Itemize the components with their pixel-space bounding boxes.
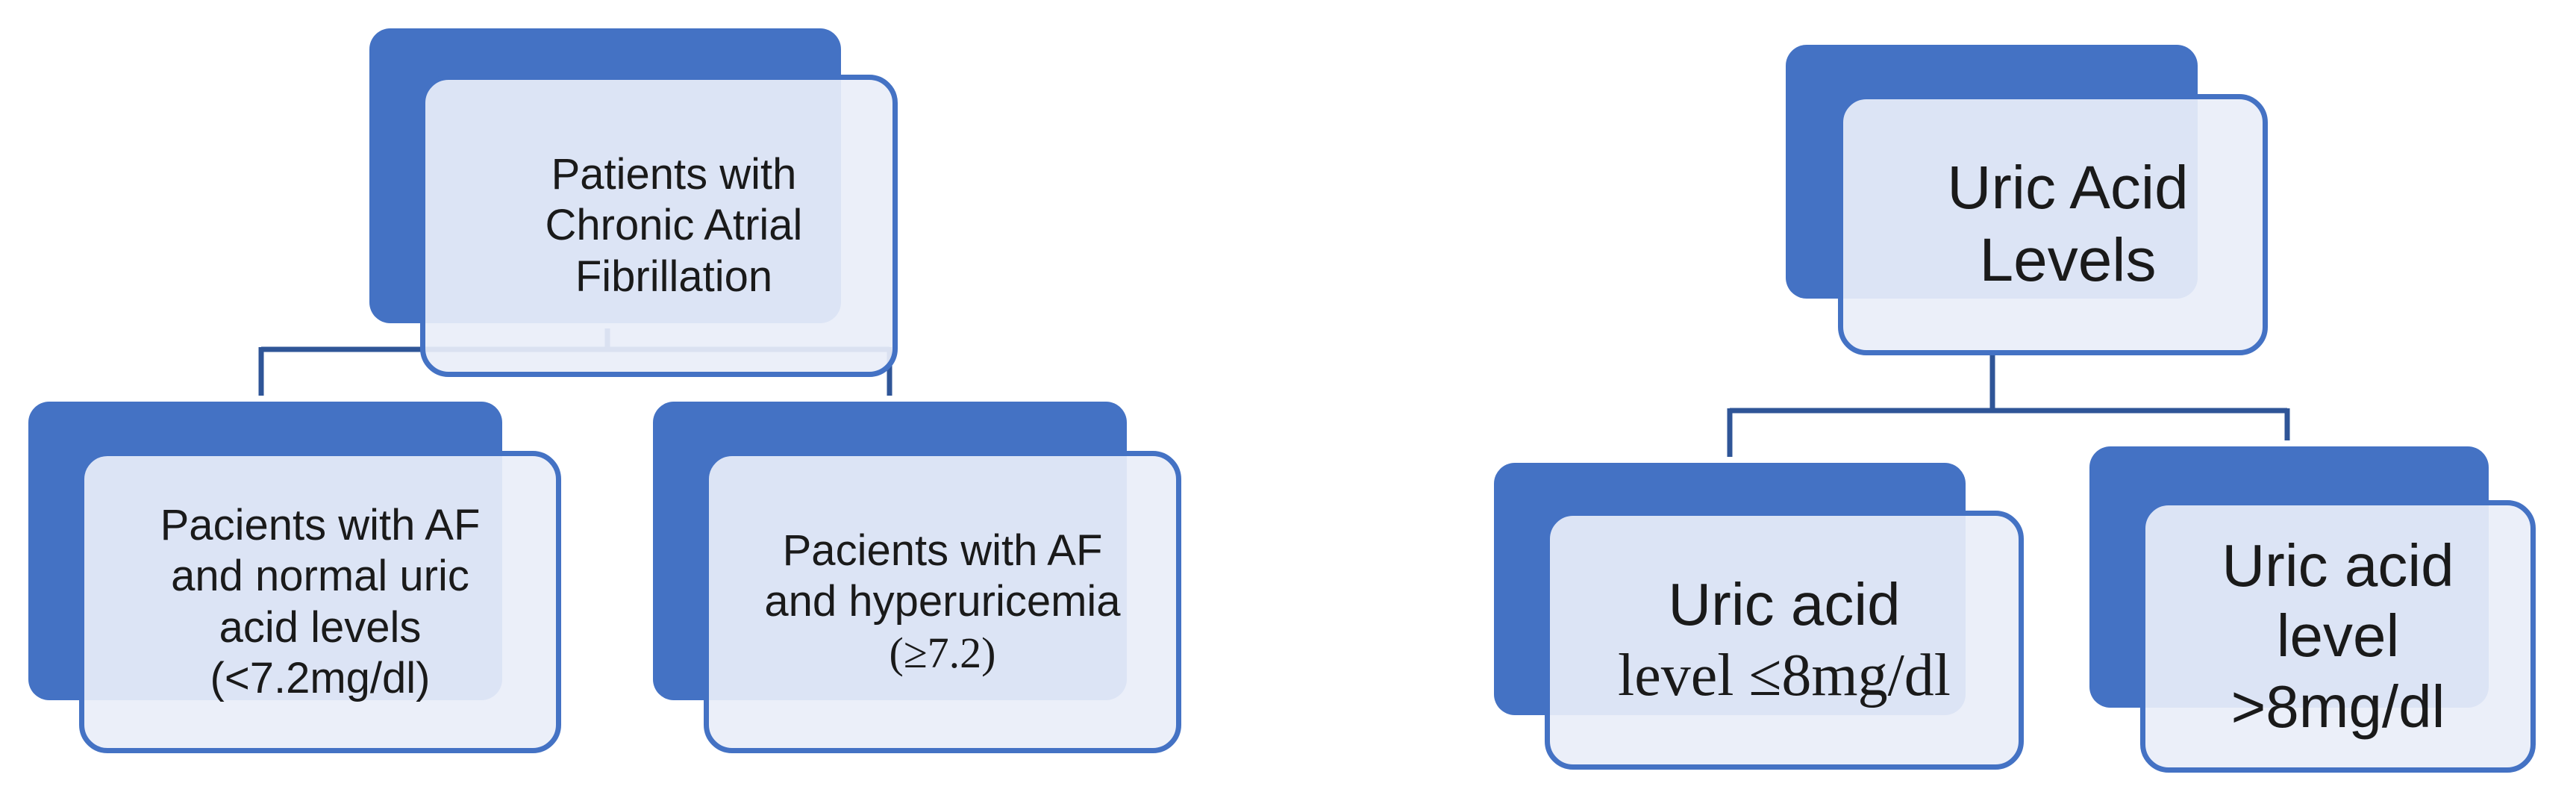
left-root-line-1: Patients with: [551, 149, 797, 199]
left-child-box-normal: Pacients with AF and normal uric acid le…: [79, 451, 561, 753]
left-root-line-2: Chronic Atrial: [545, 201, 803, 250]
right-root-line-1: Uric Acid: [1947, 154, 2189, 222]
right-child-box-high: Uric acid level >8mg/dl: [2140, 500, 2536, 773]
right-child-node-high: Uric acid level >8mg/dl: [2089, 446, 2537, 775]
right-child-2-line-1: Uric acid: [2222, 532, 2454, 599]
right-root-node: Uric Acid Levels: [1786, 45, 2271, 358]
left-child-node-hyper: Pacients with AF and hyperuricemia (≥7.2…: [653, 402, 1184, 756]
left-child-1-line-3: acid levels: [219, 602, 422, 652]
left-child-1-line-2: and normal uric: [171, 552, 469, 601]
left-child-box-hyper: Pacients with AF and hyperuricemia (≥7.2…: [704, 451, 1181, 753]
left-child-1-line-1: Pacients with AF: [160, 500, 481, 549]
left-child-2-line-2: and hyperuricemia: [764, 577, 1121, 626]
right-child-2-line-3: >8mg/dl: [2230, 673, 2445, 740]
left-root-box: Patients with Chronic Atrial Fibrillatio…: [420, 75, 898, 377]
left-child-1-line-4: (<7.2mg/dl): [210, 653, 431, 702]
right-child-1-line-2: level ≤8mg/dl: [1617, 642, 1951, 708]
left-child-2-line-3: (≥7.2): [889, 628, 996, 677]
left-root-line-3: Fibrillation: [575, 252, 773, 301]
left-root-node: Patients with Chronic Atrial Fibrillatio…: [369, 28, 901, 381]
left-child-node-normal: Pacients with AF and normal uric acid le…: [28, 402, 566, 756]
right-child-1-line-1: Uric acid: [1668, 571, 1901, 638]
right-child-node-low: Uric acid level ≤8mg/dl: [1494, 463, 2028, 773]
left-child-2-line-1: Pacients with AF: [782, 526, 1103, 575]
right-root-box: Uric Acid Levels: [1838, 94, 2268, 355]
right-child-2-line-2: level: [2276, 602, 2400, 670]
right-root-line-2: Levels: [1979, 226, 2157, 294]
right-child-box-low: Uric acid level ≤8mg/dl: [1545, 511, 2024, 770]
